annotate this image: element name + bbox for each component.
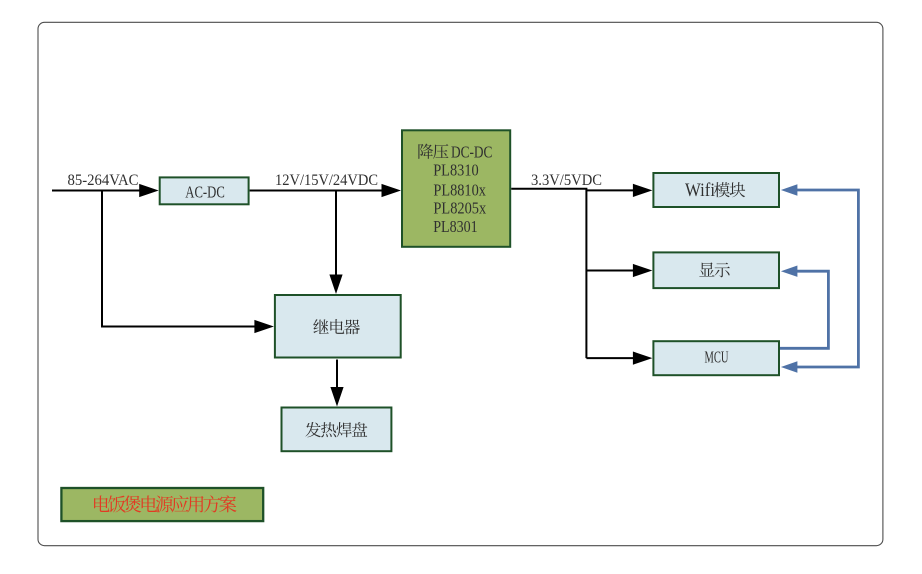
svg-text:PL8310: PL8310 <box>433 161 479 180</box>
svg-text:AC-DC: AC-DC <box>185 182 225 201</box>
svg-text:DC-DC: DC-DC <box>451 143 492 162</box>
svg-text:Wifi: Wifi <box>685 180 715 201</box>
svg-text:PL8301: PL8301 <box>433 217 478 236</box>
svg-text:PL8810x: PL8810x <box>433 180 486 199</box>
svg-text:PL8205x: PL8205x <box>433 199 486 218</box>
svg-text:MCU: MCU <box>705 348 729 367</box>
svg-text:12V/15V/24VDC: 12V/15V/24VDC <box>275 172 378 189</box>
svg-text:85-264VAC: 85-264VAC <box>68 172 139 189</box>
svg-text:3.3V/5VDC: 3.3V/5VDC <box>531 172 602 189</box>
